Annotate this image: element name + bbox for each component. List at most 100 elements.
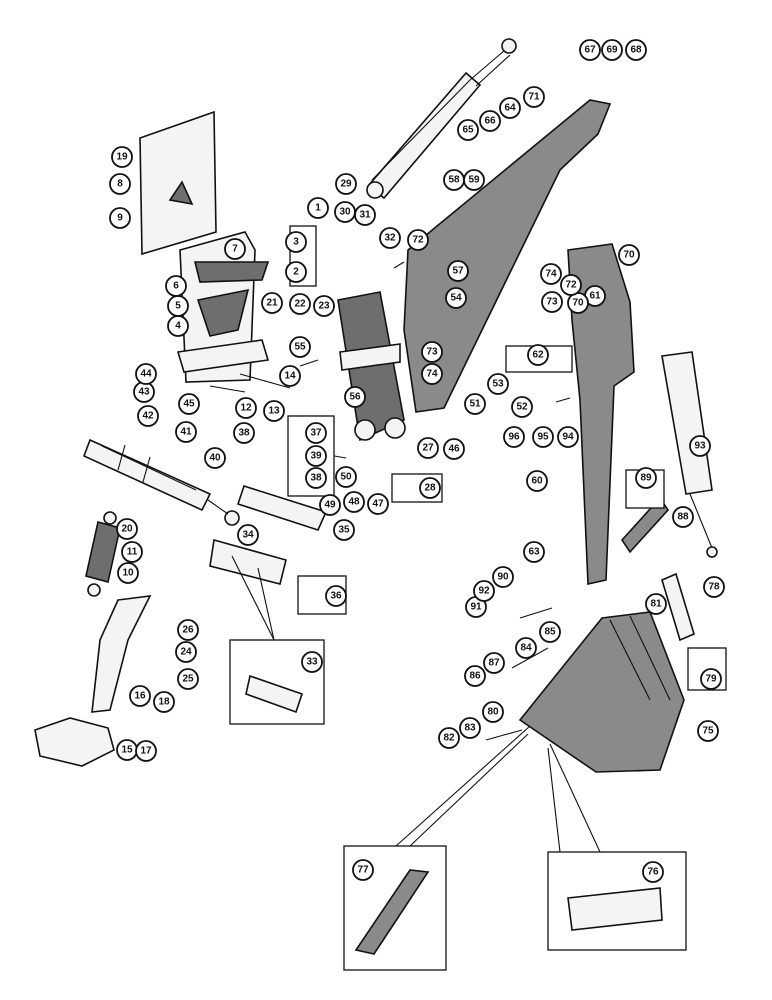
callout-64: 64 <box>499 97 521 119</box>
callout-number: 67 <box>584 45 596 56</box>
callout-number: 16 <box>134 691 146 702</box>
callout-circle <box>438 727 460 749</box>
callout-30: 30 <box>334 201 356 223</box>
callout-number: 83 <box>464 723 476 734</box>
callout-21: 21 <box>261 292 283 314</box>
callout-circle <box>618 244 640 266</box>
callout-circle <box>343 491 365 513</box>
callout-circle <box>700 668 722 690</box>
callout-circle <box>541 291 563 313</box>
callout-number: 90 <box>497 572 509 583</box>
callout-number: 70 <box>623 250 635 261</box>
callout-69: 69 <box>601 39 623 61</box>
callout-94: 94 <box>557 426 579 448</box>
callout-number: 46 <box>448 444 460 455</box>
callout-number: 26 <box>182 625 194 636</box>
link-bars-upper <box>236 484 328 531</box>
callout-circle <box>111 146 133 168</box>
callout-circle <box>117 562 139 584</box>
plate-bracket <box>168 180 194 206</box>
callout-number: 79 <box>705 674 717 685</box>
link-detail-part <box>245 674 304 714</box>
callout-circle <box>703 576 725 598</box>
callout-circle <box>116 518 138 540</box>
callout-circle <box>165 275 187 297</box>
callout-66: 66 <box>479 110 501 132</box>
callout-26: 26 <box>177 619 199 641</box>
callout-74: 74 <box>421 363 443 385</box>
callout-number: 94 <box>562 432 574 443</box>
callout-81: 81 <box>645 593 667 615</box>
callout-87: 87 <box>483 652 505 674</box>
swing-frame <box>176 231 291 393</box>
callout-16: 16 <box>129 685 151 707</box>
callout-circle <box>421 363 443 385</box>
callout-circle <box>479 110 501 132</box>
callout-number: 19 <box>116 152 128 163</box>
callout-10: 10 <box>117 562 139 584</box>
callout-circle <box>625 39 647 61</box>
callout-65: 65 <box>457 119 479 141</box>
callout-number: 45 <box>183 399 195 410</box>
callout-circle <box>237 524 259 546</box>
callout-circle <box>482 701 504 723</box>
callout-number: 32 <box>384 233 396 244</box>
callout-83: 83 <box>459 717 481 739</box>
callout-number: 35 <box>338 525 350 536</box>
callout-circle <box>335 466 357 488</box>
bucket-cylinder <box>661 351 718 558</box>
callout-circle <box>301 651 323 673</box>
callout-number: 51 <box>469 399 481 410</box>
callout-number: 7 <box>232 244 238 255</box>
callout-11: 11 <box>121 541 143 563</box>
callout-number: 14 <box>284 371 296 382</box>
callout-47: 47 <box>367 493 389 515</box>
callout-circle <box>689 435 711 457</box>
callout-39: 39 <box>305 445 327 467</box>
callout-75: 75 <box>697 720 719 742</box>
callout-50: 50 <box>335 466 357 488</box>
callout-number: 36 <box>330 591 342 602</box>
callout-circle <box>407 229 429 251</box>
callout-number: 30 <box>339 207 351 218</box>
callout-number: 47 <box>372 499 384 510</box>
callout-95: 95 <box>532 426 554 448</box>
callout-circle <box>261 292 283 314</box>
callout-number: 22 <box>294 299 306 310</box>
callout-7: 7 <box>224 238 246 260</box>
callout-59: 59 <box>463 169 485 191</box>
callout-number: 82 <box>443 733 455 744</box>
callout-number: 13 <box>268 406 280 417</box>
callout-46: 46 <box>443 438 465 460</box>
stabilizer-cylinder <box>85 511 121 597</box>
callout-number: 44 <box>140 369 152 380</box>
callout-number: 1 <box>315 203 321 214</box>
callout-circle <box>417 437 439 459</box>
callout-circle <box>233 422 255 444</box>
callout-number: 59 <box>468 175 480 186</box>
callout-number: 56 <box>349 392 361 403</box>
callout-circle <box>175 421 197 443</box>
callout-circle <box>279 365 301 387</box>
callout-53: 53 <box>487 373 509 395</box>
callout-circle <box>153 691 175 713</box>
callout-70-2: 70 <box>567 292 589 314</box>
callout-96: 96 <box>503 426 525 448</box>
callout-number: 3 <box>293 237 299 248</box>
callout-circle <box>354 204 376 226</box>
callout-number: 74 <box>545 269 557 280</box>
callout-33: 33 <box>301 651 323 673</box>
callout-number: 49 <box>324 500 336 511</box>
callout-circle <box>129 685 151 707</box>
callout-79: 79 <box>700 668 722 690</box>
callout-43: 43 <box>133 381 155 403</box>
callout-5: 5 <box>167 295 189 317</box>
callout-45: 45 <box>178 393 200 415</box>
parts-artwork <box>34 38 727 971</box>
callout-34: 34 <box>237 524 259 546</box>
callout-82: 82 <box>438 727 460 749</box>
boom <box>403 99 612 413</box>
callout-24: 24 <box>175 641 197 663</box>
callout-23: 23 <box>313 295 335 317</box>
